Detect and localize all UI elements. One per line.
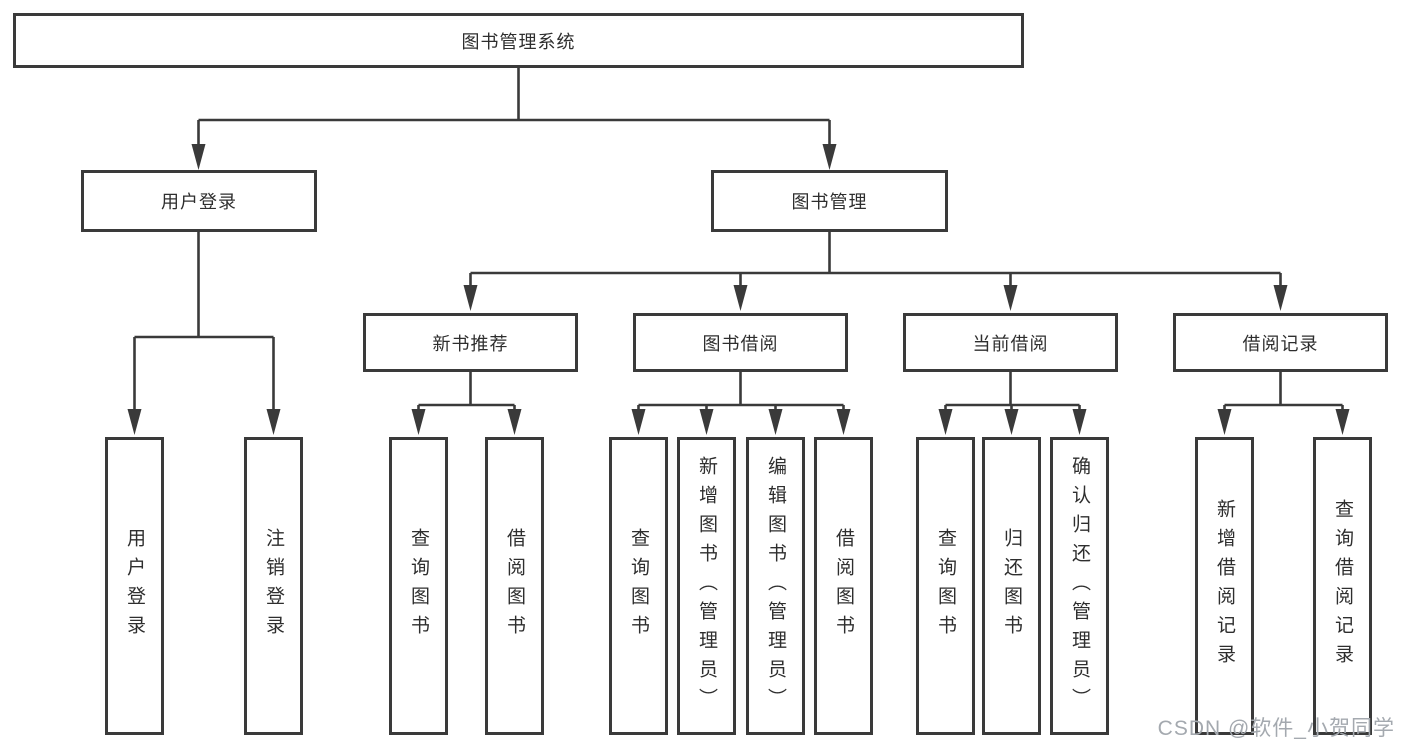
leaf-add-books-admin: 新增图书（管理员） [677, 437, 736, 735]
node-user-login: 用户登录 [81, 170, 317, 232]
arrowhead-icon [1004, 409, 1019, 435]
leaf-add-borrow-record: 新增借阅记录 [1195, 437, 1254, 735]
arrowhead-icon [1072, 409, 1087, 435]
arrowhead-icon [1273, 285, 1288, 311]
arrowhead-icon [1003, 285, 1018, 311]
arrowhead-icon [411, 409, 426, 435]
arrowhead-icon [836, 409, 851, 435]
arrowhead-icon [699, 409, 714, 435]
arrowhead-icon [507, 409, 522, 435]
leaf-borrow-books-recommend: 借阅图书 [485, 437, 544, 735]
arrowhead-icon [191, 144, 206, 170]
node-book-borrowing: 图书借阅 [633, 313, 848, 372]
arrowhead-icon [631, 409, 646, 435]
arrowhead-icon [1217, 409, 1232, 435]
arrowhead-icon [768, 409, 783, 435]
node-new-book-recommend: 新书推荐 [363, 313, 578, 372]
arrowhead-icon [266, 409, 281, 435]
leaf-return-books: 归还图书 [982, 437, 1041, 735]
arrowhead-icon [822, 144, 837, 170]
csdn-watermark: CSDN @软件_小贺同学 [1157, 717, 1395, 740]
leaf-borrow-books: 借阅图书 [814, 437, 873, 735]
node-current-borrowing: 当前借阅 [903, 313, 1118, 372]
leaf-query-borrow-record: 查询借阅记录 [1313, 437, 1372, 735]
arrowhead-icon [733, 285, 748, 311]
leaf-query-books-borrowing: 查询图书 [609, 437, 668, 735]
arrowhead-icon [938, 409, 953, 435]
node-system-root: 图书管理系统 [13, 13, 1024, 68]
node-borrowing-records: 借阅记录 [1173, 313, 1388, 372]
arrowhead-icon [127, 409, 142, 435]
leaf-confirm-return-admin: 确认归还（管理员） [1050, 437, 1109, 735]
leaf-user-login: 用户登录 [105, 437, 164, 735]
leaf-edit-books-admin: 编辑图书（管理员） [746, 437, 805, 735]
arrowhead-icon [1335, 409, 1350, 435]
leaf-logout: 注销登录 [244, 437, 303, 735]
leaf-query-books-current: 查询图书 [916, 437, 975, 735]
arrowhead-icon [463, 285, 478, 311]
node-book-management: 图书管理 [711, 170, 948, 232]
leaf-query-books-recommend: 查询图书 [389, 437, 448, 735]
